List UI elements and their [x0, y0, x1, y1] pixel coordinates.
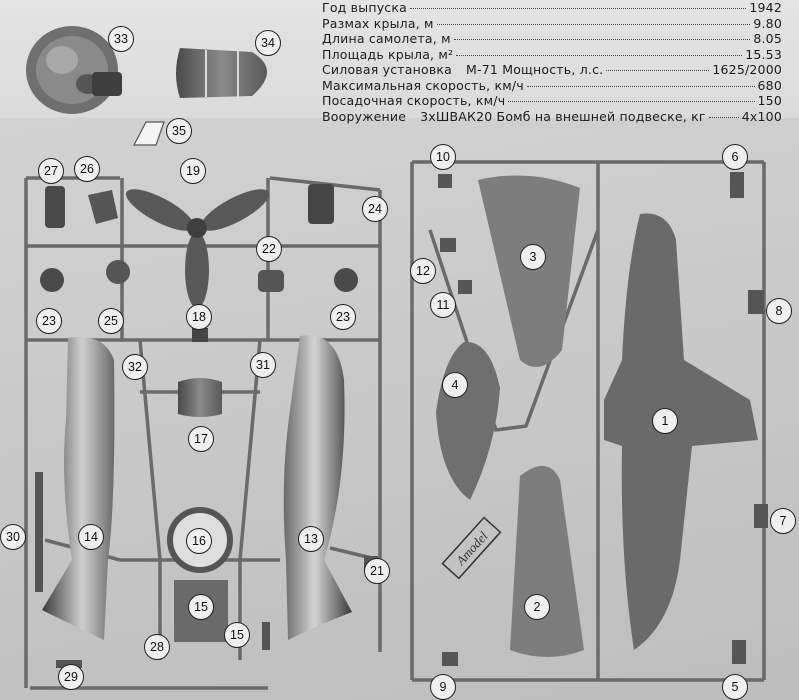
specifications-table: Год выпуска 1942 Размах крыла, м 9.80 Длин… — [322, 0, 782, 124]
spec-value: 150 — [757, 93, 782, 108]
fuselage-left-half — [42, 336, 115, 640]
spec-value: 8.05 — [753, 31, 782, 46]
part-number-badge: 34 — [255, 30, 281, 56]
spec-label: Год выпуска — [322, 0, 407, 15]
part-number-badge: 33 — [108, 26, 134, 52]
canopy-part — [133, 121, 165, 146]
wing-right-part — [510, 465, 584, 657]
instruction-sheet-top — [0, 0, 799, 130]
part-number-badge: 23 — [330, 304, 356, 330]
fuselage-upper-part — [604, 213, 758, 650]
part-number-badge: 27 — [38, 158, 64, 184]
engine-part — [26, 26, 122, 114]
spec-extra: 3хШВАК20 Бомб на внешней подвеске, кг — [420, 108, 706, 124]
spec-value: 1942 — [749, 0, 782, 15]
spec-row-landing-speed: Посадочная скорость, км/ч 150 — [322, 93, 782, 109]
spec-value: 9.80 — [753, 15, 782, 31]
wheel-left-shape — [40, 268, 64, 292]
fuselage-right-half — [283, 335, 352, 640]
spec-row-powerplant: Силовая установка М-71 Мощность, л.с. 1625… — [322, 62, 782, 78]
part-number-badge: 29 — [58, 664, 84, 690]
amodel-logo: Amodel — [441, 516, 502, 580]
wing-left-part — [478, 175, 580, 368]
part-number-badge: 19 — [180, 158, 206, 184]
part-24-shape — [308, 184, 334, 224]
spec-value: 15.53 — [745, 46, 782, 62]
spec-label: Размах крыла, м — [322, 15, 434, 31]
propeller-part — [125, 189, 270, 308]
part-number-badge: 17 — [188, 426, 214, 452]
part-27-shape — [45, 186, 65, 228]
part-25-shape — [106, 260, 130, 284]
part-number-badge: 2 — [524, 594, 550, 620]
wheel-right-shape — [334, 268, 358, 292]
part-number-badge: 35 — [166, 118, 192, 144]
spec-value: 1625/2000 — [712, 62, 782, 77]
spec-row-length: Длина самолета, м 8.05 — [322, 31, 782, 47]
part-number-badge: 5 — [722, 674, 748, 700]
part-number-badge: 31 — [250, 352, 276, 378]
part-number-badge: 16 — [186, 528, 212, 554]
part-number-badge: 6 — [722, 144, 748, 170]
part-18-shape — [192, 328, 208, 342]
spec-row-armament: Вооружение 3хШВАК20 Бомб на внешней подве… — [322, 109, 782, 125]
part-17-shape — [178, 378, 222, 417]
spec-row-max-speed: Максимальная скорость, км/ч 680 — [322, 78, 782, 94]
spec-row-wing-area: Площадь крыла, м² 15.53 — [322, 47, 782, 63]
part-30-shape — [35, 472, 43, 592]
spec-extra: М-71 Мощность, л.с. — [466, 62, 604, 77]
spec-label: Площадь крыла, м² — [322, 46, 454, 62]
part-number-badge: 14 — [78, 524, 104, 550]
tailplane-part — [436, 341, 500, 500]
part-number-badge: 18 — [186, 304, 212, 330]
part-number-badge: 3 — [520, 244, 546, 270]
part-number-badge: 12 — [410, 258, 436, 284]
part-22-shape — [258, 270, 284, 292]
spec-row-year: Год выпуска 1942 — [322, 0, 782, 16]
part-number-badge: 13 — [298, 526, 324, 552]
spec-label: Вооружение — [322, 108, 407, 124]
spec-value: 680 — [757, 77, 782, 93]
part-number-badge: 30 — [0, 524, 26, 550]
part-number-badge: 32 — [122, 354, 148, 380]
part-number-badge: 4 — [442, 372, 468, 398]
part-number-badge: 15 — [224, 622, 250, 648]
part-26-shape — [88, 190, 118, 224]
part-number-badge: 22 — [256, 236, 282, 262]
spec-row-wingspan: Размах крыла, м 9.80 — [322, 16, 782, 32]
part-number-badge: 21 — [364, 558, 390, 584]
part-number-badge: 1 — [652, 408, 678, 434]
spec-label: Силовая установка — [322, 62, 453, 77]
cowling-part — [176, 48, 267, 98]
part-number-badge: 8 — [766, 298, 792, 324]
spec-label: Посадочная скорость, км/ч — [322, 93, 506, 108]
part-number-badge: 26 — [74, 156, 100, 182]
part-number-badge: 23 — [36, 308, 62, 334]
part-number-badge: 11 — [430, 292, 456, 318]
part-number-badge: 28 — [144, 634, 170, 660]
part-number-badge: 9 — [430, 674, 456, 700]
part-number-badge: 24 — [362, 196, 388, 222]
spec-value: 4х100 — [741, 108, 782, 124]
part-number-badge: 10 — [430, 144, 456, 170]
part-number-badge: 25 — [98, 308, 124, 334]
part-number-badge: 15 — [188, 594, 214, 620]
spec-label: Максимальная скорость, км/ч — [322, 77, 524, 93]
part-number-badge: 7 — [770, 508, 796, 534]
spec-label: Длина самолета, м — [322, 31, 451, 46]
